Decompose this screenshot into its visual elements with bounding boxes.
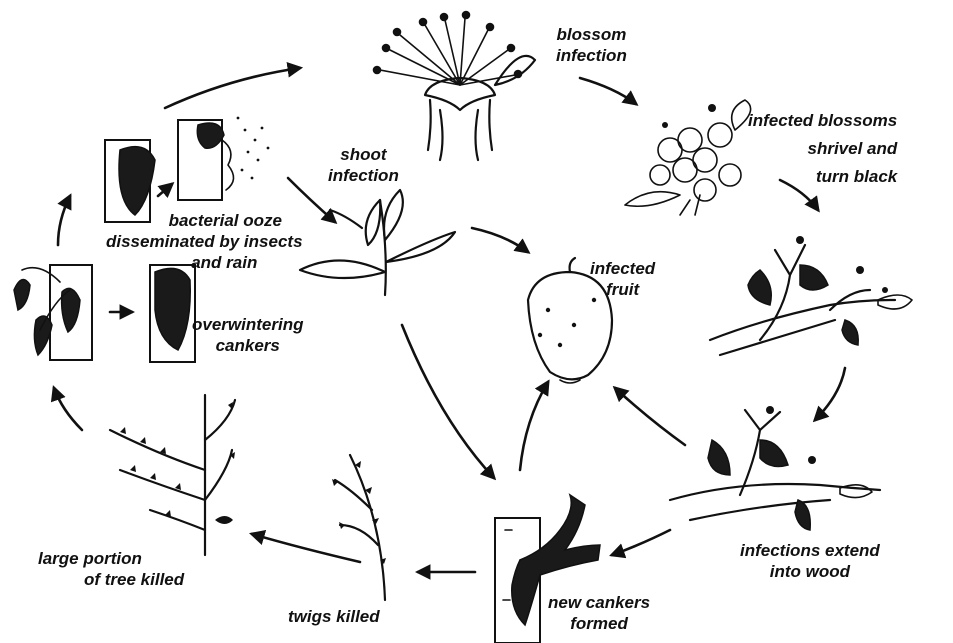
label-line: cankers (192, 335, 303, 356)
large-tree-killed-illustration (110, 395, 235, 555)
wood-infection-illustration (670, 406, 880, 530)
label-line: into wood (740, 561, 880, 582)
arrow-overwinter-to-ooze (58, 196, 70, 245)
label-line: large portion (38, 548, 184, 569)
blighted-branch-illustration (710, 236, 912, 355)
label-overwintering-cankers: overwintering cankers (192, 314, 303, 356)
label-large-portion-killed: large portion of tree killed (38, 548, 184, 590)
label-blossom-infection: blossom infection (556, 24, 627, 66)
ooze-illustration (105, 117, 269, 222)
infected-blossoms-illustration (625, 100, 751, 215)
label-bacterial-ooze: bacterial ooze disseminated by insects a… (106, 210, 303, 273)
overwintering-illustration (14, 265, 195, 362)
label-line: bacterial ooze (106, 210, 303, 231)
arrow-large-to-overwinter (54, 388, 82, 430)
arrow-branch-to-wood (815, 368, 845, 420)
label-line: new cankers (548, 592, 650, 613)
label-infected-fruit: infected fruit (590, 258, 655, 300)
shoot-infection-illustration (300, 190, 455, 295)
label-line: disseminated by insects (106, 231, 303, 252)
label-infections-extend: infections extend into wood (740, 540, 880, 582)
killed-twigs-illustration (332, 455, 386, 600)
label-twigs-killed: twigs killed (288, 606, 380, 627)
label-line: infection (556, 45, 627, 66)
label-line: fruit (590, 279, 655, 300)
arrow-blossom-to-infected-blossoms (580, 78, 636, 104)
label-line: twigs killed (288, 606, 380, 627)
label-infected-blossoms: infected blossoms shrivel and turn black (748, 110, 897, 187)
arrow-shoot-to-canker (402, 325, 494, 478)
arrow-shoot-to-fruit (472, 228, 528, 252)
label-line: infections extend (740, 540, 880, 561)
label-line: shrivel and (748, 138, 897, 159)
label-line: infected blossoms (748, 110, 897, 131)
label-line: turn black (748, 166, 897, 187)
arrow-canker-to-fruit (520, 382, 548, 470)
arrow-ooze-small (158, 184, 172, 196)
label-line: infection (328, 165, 399, 186)
label-line: of tree killed (38, 569, 184, 590)
arrow-ooze-to-blossom (165, 68, 300, 108)
arrow-twigs-to-large (252, 534, 360, 562)
blossom-illustration (374, 12, 536, 161)
label-line: blossom (556, 24, 627, 45)
label-line: shoot (328, 144, 399, 165)
label-shoot-infection: shoot infection (328, 144, 399, 186)
label-line: and rain (106, 252, 303, 273)
label-line: infected (590, 258, 655, 279)
label-line: formed (548, 613, 650, 634)
arrow-wood-to-canker (612, 530, 670, 555)
arrow-wood-to-fruit (615, 388, 685, 445)
label-line: overwintering (192, 314, 303, 335)
label-new-cankers: new cankers formed (548, 592, 650, 634)
